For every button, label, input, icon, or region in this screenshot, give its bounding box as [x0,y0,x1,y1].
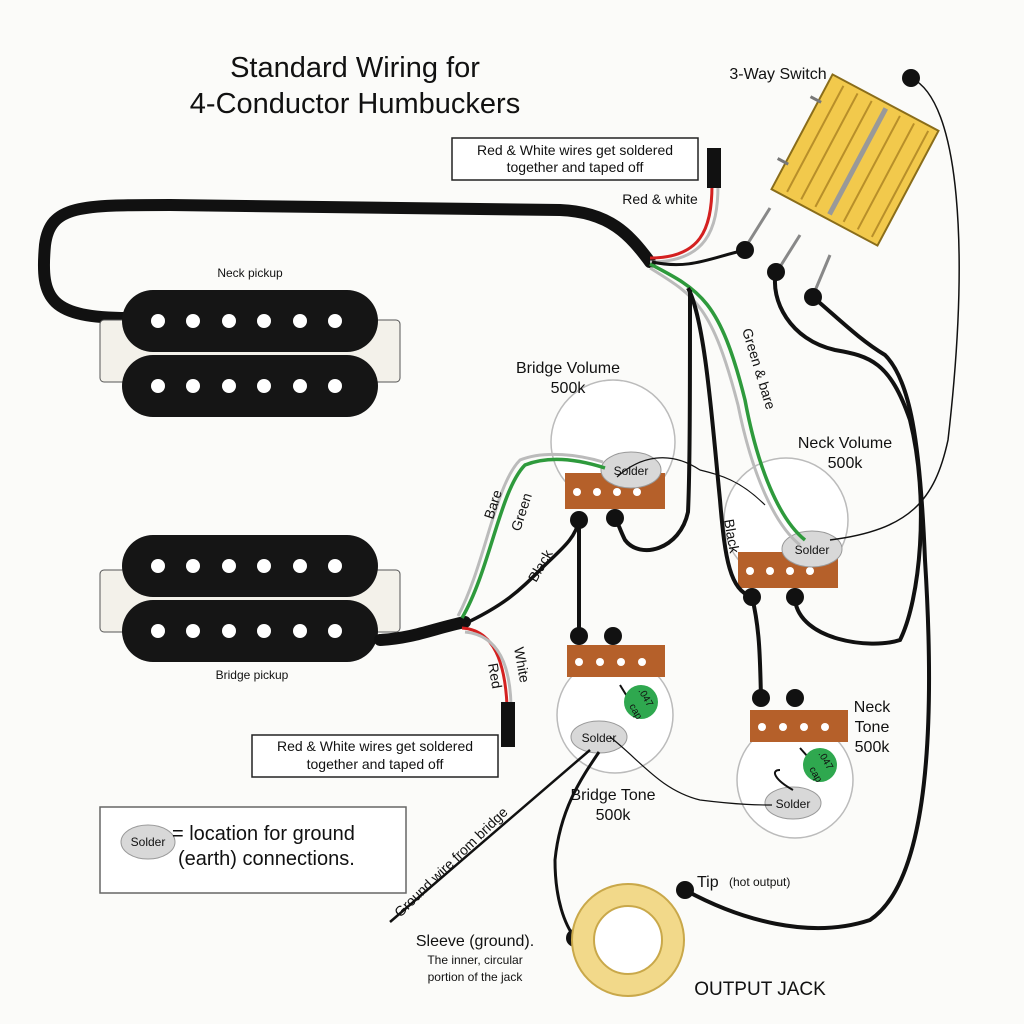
label-green: Green [508,491,535,533]
tone-ground-link-wire [609,736,773,806]
jack-tip-note: (hot output) [729,875,790,889]
bridge-white-wire [464,630,513,706]
bridge-green-wire [460,457,606,619]
neck-volume-value: 500k [828,455,864,472]
legend-text-2: (earth) connections. [178,848,355,870]
ground-to-sleeve-wire [553,751,601,939]
jack-sleeve-note-2: portion of the jack [428,970,524,984]
neck-bare-wire [649,266,801,547]
bridge-tone-capacitor [619,684,658,719]
output-jack [571,883,685,997]
neck-volume-pot [723,457,849,588]
neck-tone-cap-wire [773,769,794,791]
ground-wire-from-bridge [389,749,591,923]
neck-hot-wire [651,248,746,267]
neck-tone-solder: Solder [776,797,811,811]
label-black-right: Black [721,518,743,555]
switch-to-bridge-volume-wire [613,289,692,553]
label-red-white-top: Red & white [622,191,698,207]
legend-solder-blob [120,824,176,860]
bridge-volume-pot [550,379,676,509]
note-bottom-line-1: Red & White wires get soldered [277,738,473,754]
bridge-volume-value: 500k [551,380,587,397]
neck-tape [707,148,721,188]
switch-label: 3-Way Switch [729,66,826,83]
neck-pickup [99,290,401,417]
three-way-switch [743,73,940,299]
note-bottom-line-2: together and taped off [307,756,444,772]
label-white: White [511,646,533,684]
neck-volume-name: Neck Volume [798,435,892,452]
switch-to-jack-wire [829,77,960,541]
note-box-bottom [251,734,499,778]
label-ground-from-bridge: Ground wire from bridge [391,804,511,921]
bridge-tone-value: 500k [596,807,632,824]
title-line-2: 4-Conductor Humbuckers [190,88,520,120]
neck-tone-name-1: Neck [854,699,891,716]
bridge-tone-solder: Solder [582,731,617,745]
neck-white-wire [649,184,720,264]
bridge-red-wire [461,626,509,706]
jack-sleeve-label: Sleeve (ground). [416,933,534,950]
neck-tone-value: 500k [855,739,891,756]
tone-link-wire [616,457,766,506]
bridge-pickup [99,535,401,662]
neck-tone-capacitor [799,747,837,782]
neck-black-wire [686,287,753,599]
neck-red-white-wire [649,184,714,260]
label-black-left: Black [525,546,556,585]
legend-text-1: = location for ground [172,823,355,845]
neck-pickup-poles [151,314,342,393]
label-red: Red [485,662,505,690]
jack-sleeve-note-1: The inner, circular [427,953,522,967]
bridge-pickup-cable [374,616,471,646]
legend-solder-text: Solder [131,835,166,849]
note-top-line-2: together and taped off [507,159,644,175]
neck-vol-to-tone-wire [750,596,763,699]
bridge-bare-wire [456,452,604,617]
note-top-line-1: Red & White wires get soldered [477,142,673,158]
bridge-tape [501,702,515,747]
neck-green-wire [649,262,807,542]
neck-tone-pot [736,710,854,839]
switch-bridge-wire [684,295,932,931]
neck-tone-name-2: Tone [855,719,890,736]
title-line-1: Standard Wiring for [230,52,480,84]
bridge-pickup-poles [151,559,342,638]
bridge-black-wire [461,519,581,627]
note-box-top [451,137,699,181]
bridge-pickup-label: Bridge pickup [216,668,289,682]
output-jack-label: OUTPUT JACK [694,979,826,1000]
solder-points [566,69,920,947]
neck-pickup-label: Neck pickup [217,266,283,280]
bridge-volume-name: Bridge Volume [516,360,620,377]
bridge-tone-name: Bridge Tone [570,787,655,804]
neck-pickup-cable [37,198,656,324]
neck-volume-solder: Solder [795,543,830,557]
bridge-volume-solder: Solder [614,464,649,478]
jack-tip-label: Tip [697,874,719,891]
